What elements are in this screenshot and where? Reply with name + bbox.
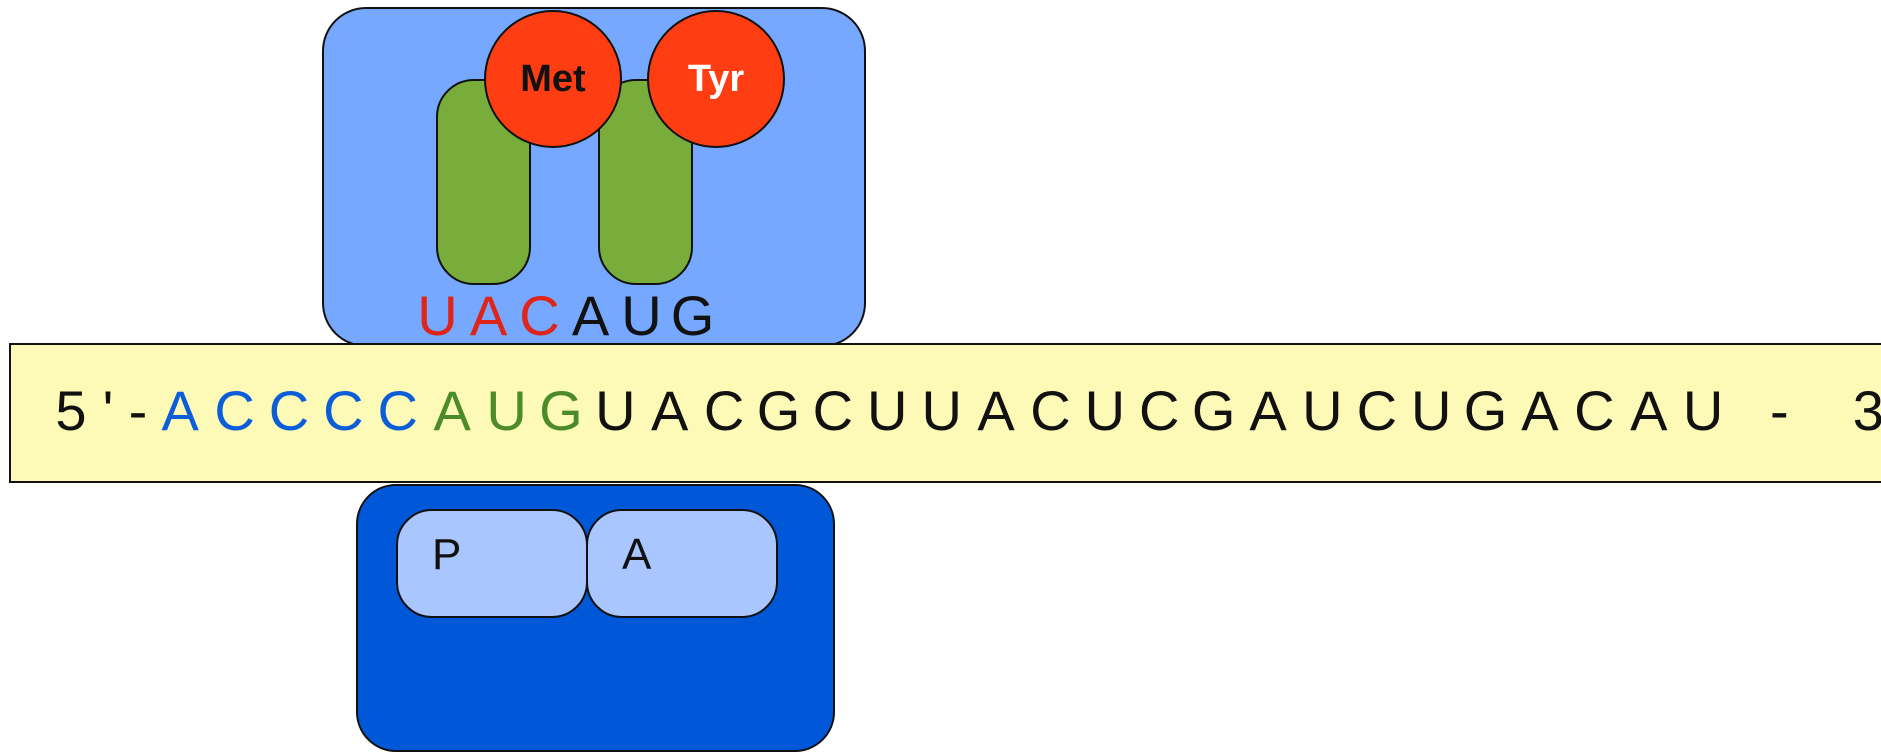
mrna-base: C xyxy=(703,379,745,442)
mrna-base: C xyxy=(812,379,854,442)
mrna-base: C xyxy=(214,379,255,442)
mrna-base: A xyxy=(651,379,689,442)
mrna-base: G xyxy=(1463,379,1508,442)
mrna-base: U xyxy=(595,379,636,442)
mrna-three-prime-number: 3 xyxy=(1852,379,1881,442)
p-site: P xyxy=(396,509,588,618)
mrna-base: U xyxy=(1302,379,1343,442)
mrna-base: C xyxy=(1139,379,1180,442)
mrna-base: U xyxy=(867,379,908,442)
p-site-label: P xyxy=(432,530,462,579)
anticodon-base: C xyxy=(519,284,560,347)
mrna-base: C xyxy=(323,379,364,442)
a-site-label: A xyxy=(622,530,652,579)
mrna-base: C xyxy=(377,379,418,442)
mrna-sequence: 5 ' - A C C C C A U G U A C G C U U A C … xyxy=(49,381,1881,441)
methionine-circle: Met xyxy=(484,10,622,148)
mrna-strand: 5 ' - A C C C C A U G U A C G C U U A C … xyxy=(9,343,1881,483)
anticodon-base: U xyxy=(621,284,662,347)
mrna-base: G xyxy=(1191,379,1236,442)
mrna-dash: - xyxy=(128,379,148,442)
mrna-prime-mark: ' xyxy=(102,379,114,442)
mrna-base: A xyxy=(1521,379,1559,442)
anticodon-row: U A C A U G xyxy=(412,286,718,346)
anticodon-base: G xyxy=(670,284,715,347)
mrna-base: G xyxy=(756,379,801,442)
anticodon-base: A xyxy=(571,284,610,347)
mrna-base: C xyxy=(1574,379,1615,442)
mrna-base: C xyxy=(268,379,310,442)
mrna-dash: - xyxy=(1770,379,1789,442)
mrna-base: C xyxy=(1030,379,1071,442)
mrna-base: U xyxy=(486,379,527,442)
mrna-base: U xyxy=(1410,379,1452,442)
mrna-base: U xyxy=(1682,379,1724,442)
mrna-base: U xyxy=(921,379,962,442)
mrna-base: A xyxy=(977,379,1015,442)
mrna-base: G xyxy=(539,379,583,442)
a-site: A xyxy=(586,509,778,618)
tyrosine-circle: Tyr xyxy=(647,10,785,148)
tyrosine-label: Tyr xyxy=(687,58,745,100)
mrna-base: A xyxy=(161,379,199,442)
mrna-base: A xyxy=(1630,379,1668,442)
anticodon-base: U xyxy=(417,284,458,347)
mrna-five-prime-number: 5 xyxy=(55,379,87,442)
mrna-base: U xyxy=(1084,379,1126,442)
methionine-label: Met xyxy=(520,58,586,100)
anticodon-base: A xyxy=(469,284,508,347)
mrna-base: A xyxy=(1249,379,1287,442)
mrna-base: C xyxy=(1356,379,1398,442)
mrna-base: A xyxy=(433,379,471,442)
